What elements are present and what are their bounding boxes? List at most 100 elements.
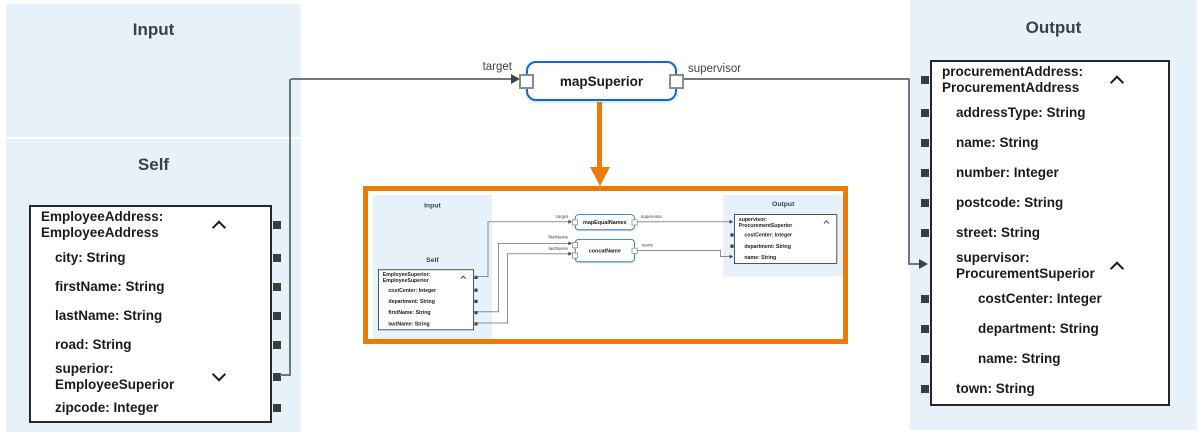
connection-line [507,253,508,324]
field-row-road[interactable]: road: String [31,330,281,359]
preview-output-card: supervisor: ProcurementSuperior costCent… [730,214,838,264]
output-port-icon [669,74,684,89]
preview-self-card: EmployeeSuperior: EmployeeSuperior costC… [378,269,478,331]
connector-square [474,311,478,315]
connector-square [273,373,281,381]
connection-line [498,243,570,244]
field-row-street[interactable]: street: String [921,218,1168,248]
mapping-detail-preview-canvas: Input Self EmployeeSuperior: EmployeeSup… [368,191,843,339]
field-row-employeeaddress[interactable]: EmployeeAddress: EmployeeAddress [31,207,281,243]
arrowhead-icon [729,254,734,259]
connection-line [908,79,910,265]
preview-flow-label: lastName [548,246,568,251]
preview-node-concatname: concatName [572,239,638,263]
connector-square [474,299,478,303]
field-row-lastname[interactable]: lastName: String [31,301,281,330]
connector-square [921,355,929,363]
arrowhead-icon [568,251,572,256]
preview-field-row: lastName: String [379,318,478,329]
panel-input: Input [6,4,301,137]
connection-line [487,221,489,277]
connector-square [273,253,281,262]
field-row-superior[interactable]: superior: EmployeeSuperior [31,359,281,395]
arrowhead-icon [729,219,734,224]
chevron-up-icon[interactable] [1109,75,1125,90]
connector-square [921,169,929,177]
field-row-procurementaddress[interactable]: procurementAddress: ProcurementAddress [921,62,1168,98]
chevron-up-icon[interactable] [211,220,227,235]
connector-square [921,229,929,237]
preview-field-row: firstName: String [379,307,478,318]
connector-square [273,404,281,412]
connection-line [637,250,721,251]
connection-line [637,221,730,223]
connector-square [273,282,281,291]
field-row-number[interactable]: number: Integer [921,158,1168,188]
connector-square [921,199,929,207]
arrowhead-icon [568,219,572,224]
field-row-name[interactable]: name: String [921,128,1168,158]
field-row-zipcode[interactable]: zipcode: Integer [31,395,281,421]
connection-line [280,374,291,376]
connection-line [473,322,508,324]
connector-square [921,295,929,303]
preview-flow-label: name [641,243,654,248]
connection-line [720,256,730,257]
connector-square [921,109,929,117]
arrowhead-icon [919,259,928,269]
field-row-department[interactable]: department: String [921,314,1168,344]
connection-line [498,243,499,313]
preview-field-row: department: String [730,241,837,252]
output-port-icon [631,247,638,254]
connection-line [507,253,570,255]
field-row-town[interactable]: town: String [921,374,1168,404]
connection-line [908,263,921,265]
field-row-city[interactable]: city: String [31,243,281,272]
zoom-callout-arrowhead-icon [590,167,610,186]
chevron-up-icon[interactable] [1109,261,1125,276]
connector-square [474,275,478,279]
field-row-firstname[interactable]: firstName: String [31,272,281,301]
preview-flow-label: target [556,214,568,219]
preview-field-row: name: String [744,254,777,261]
field-row-supervisor[interactable]: supervisor: ProcurementSuperior [932,248,1168,284]
connector-square [474,322,478,326]
connection-line [487,221,570,223]
preview-field-row: costCenter: Integer [730,229,837,240]
chevron-up-icon [823,220,830,227]
connector-square [273,340,281,349]
preview-flow-label: supervisor [640,214,663,219]
input-port-icon [519,74,534,89]
input-port-icon [572,219,578,226]
field-row-addresstype[interactable]: addressType: String [921,98,1168,128]
connection-line [291,78,512,80]
mapping-node-mapsuperior[interactable]: mapSuperior [519,61,684,101]
preview-node-mapequalnames: mapEqualNames [572,214,638,231]
connector-square [474,288,478,292]
output-document-card: procurementAddress: ProcurementAddress a… [921,60,1170,406]
flow-label-target: target [482,61,512,73]
output-port-icon [631,219,638,226]
field-row-costcenter[interactable]: costCenter: Integer [921,284,1168,314]
connection-line [720,250,721,257]
arrowhead-icon [511,74,520,84]
input-panel-title: Input [132,20,175,39]
connector-square [273,221,281,229]
preview-flow-label: firstName [548,235,568,240]
preview-field-row: EmployeeSuperior: EmployeeSuperior [379,270,478,284]
connector-square [273,311,281,320]
chevron-down-icon[interactable] [211,367,227,382]
connection-line [289,79,291,376]
connector-square [921,325,929,333]
self-panel-title: Self [137,155,170,174]
field-row-postcode[interactable]: postcode: String [921,188,1168,218]
input-port-icon [572,242,578,249]
connector-square [730,244,734,248]
connector-square [921,385,929,393]
connection-line [473,276,489,277]
preview-field-row: costCenter: Integer [379,285,478,296]
preview-field-row: department: String [379,296,478,307]
field-row-name-child[interactable]: name: String [921,344,1168,374]
chevron-up-icon [460,275,467,282]
